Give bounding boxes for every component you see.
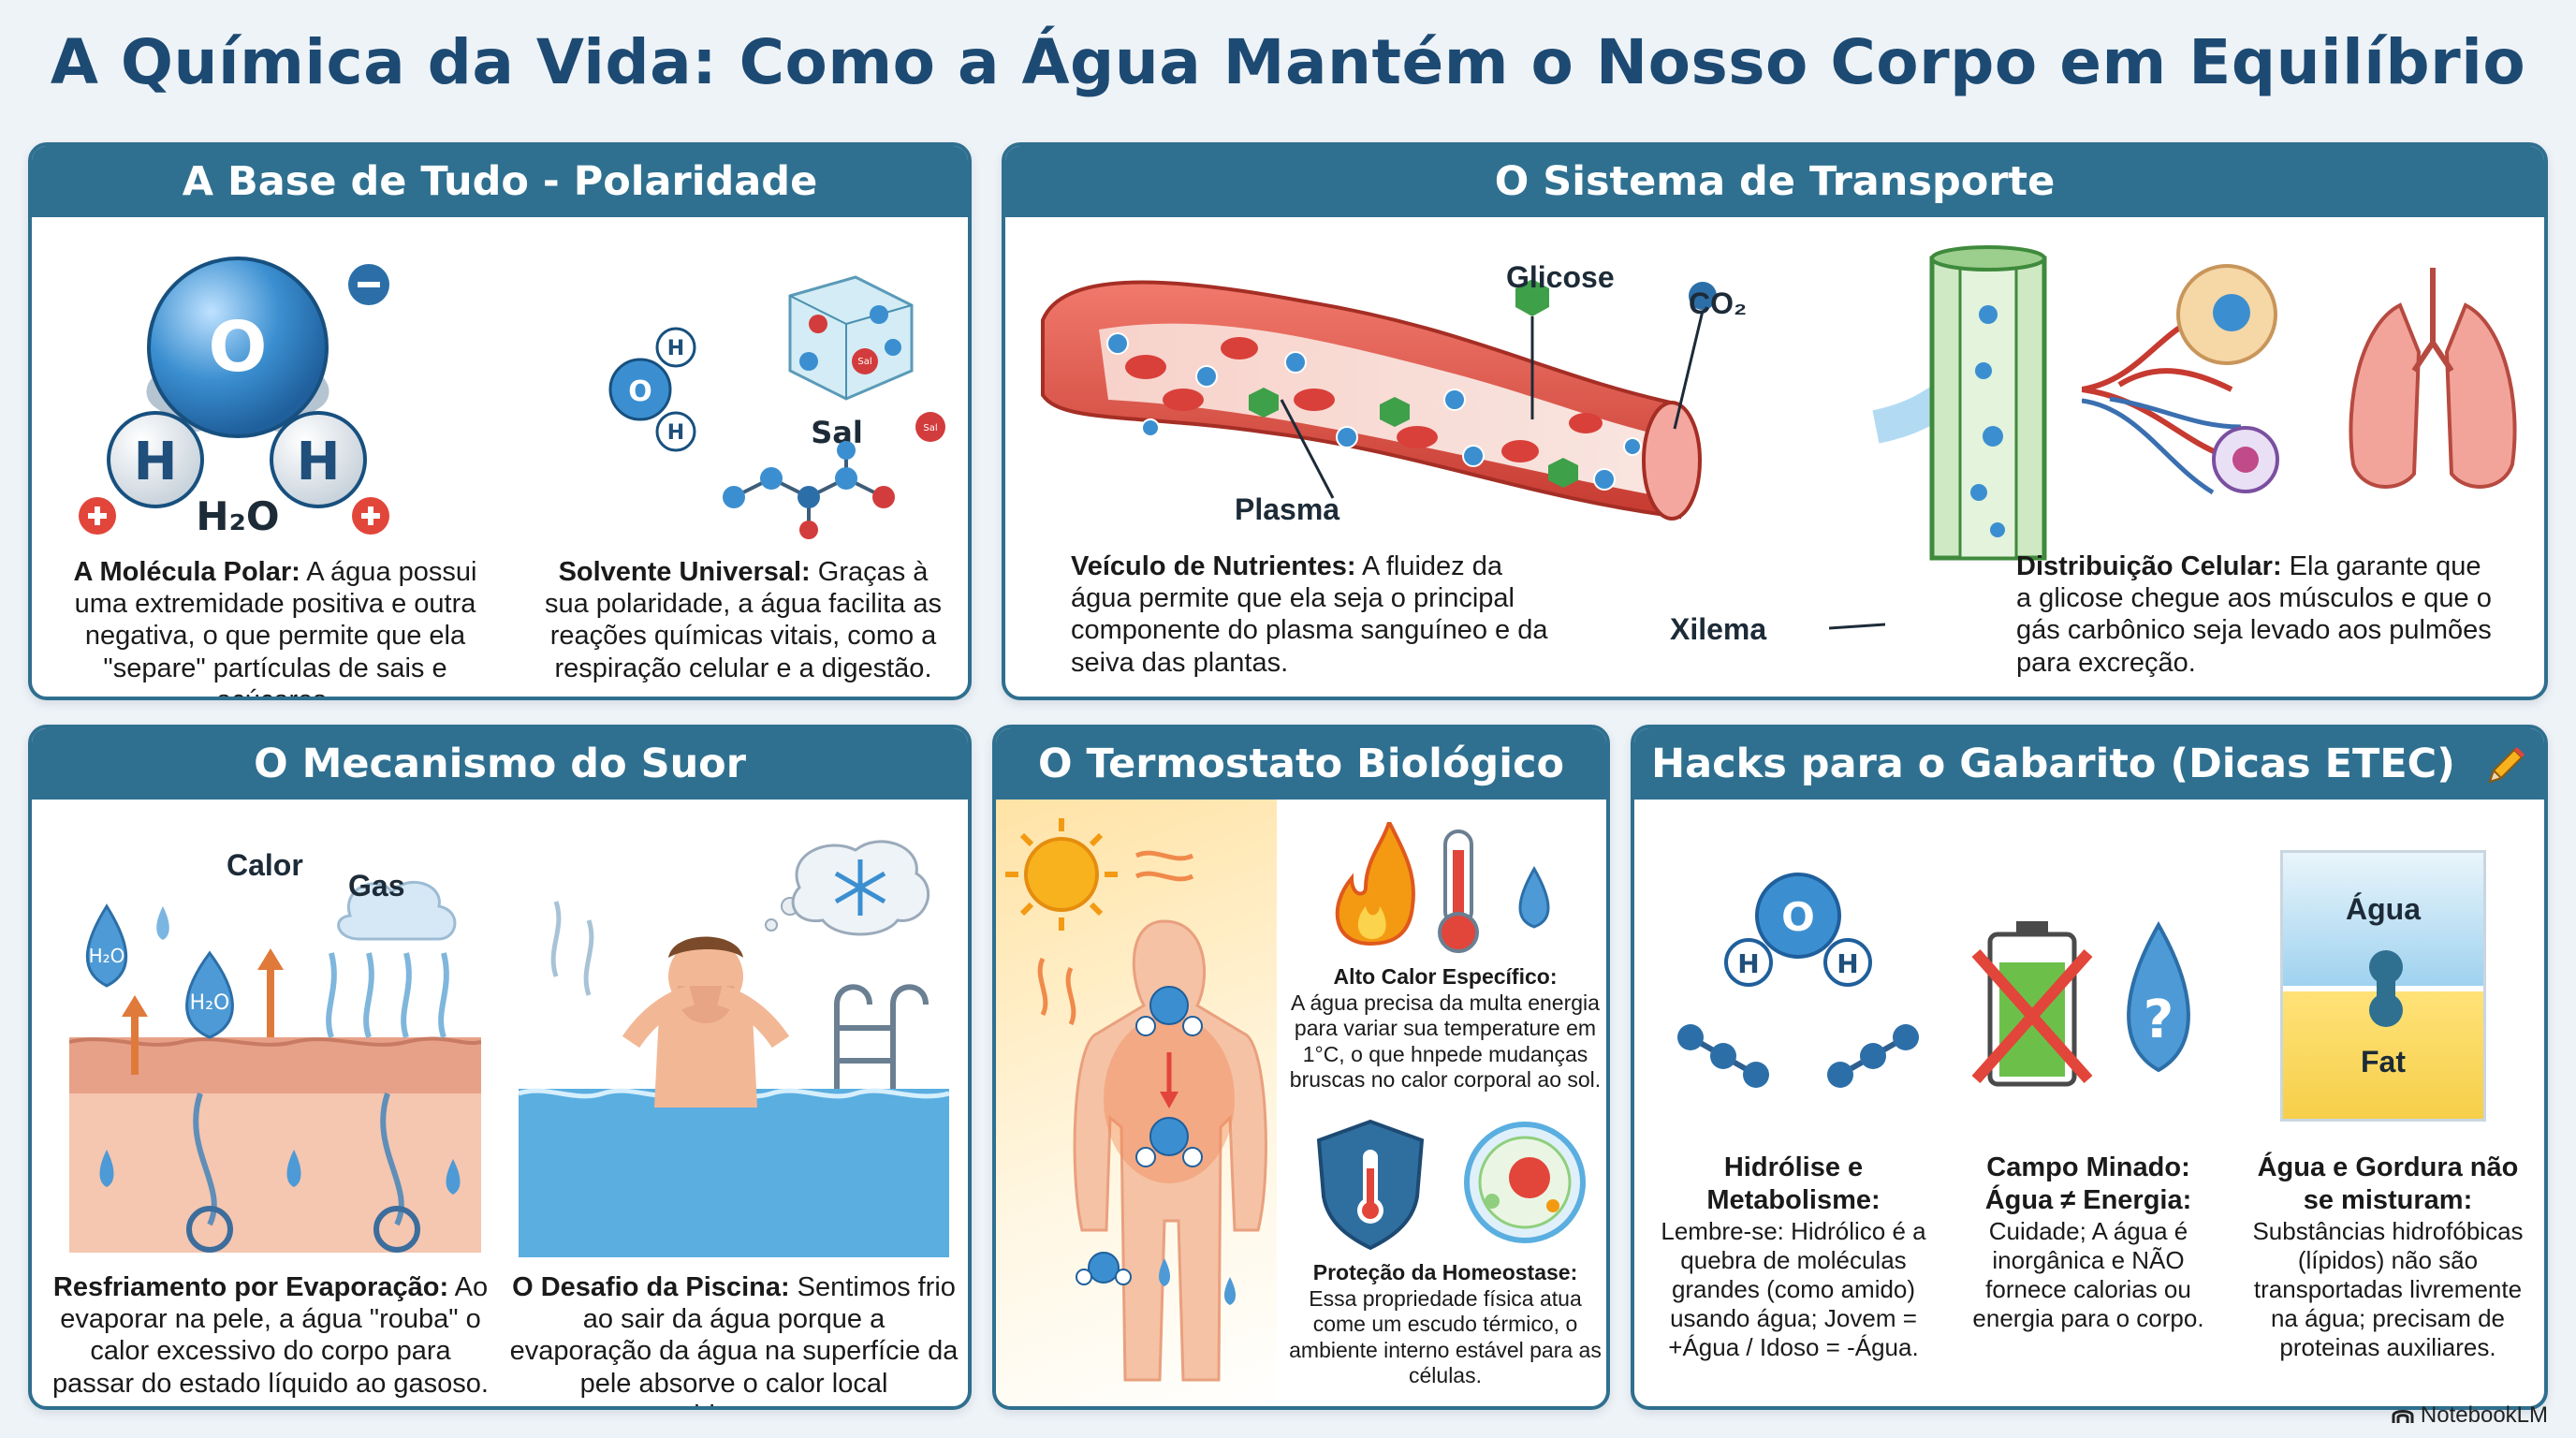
co2-icon bbox=[1689, 282, 1717, 310]
water-fat-caption: Água e Gordura não se misturam:Substânci… bbox=[2252, 1152, 2524, 1362]
cell-and-lungs-illustration bbox=[2082, 264, 2517, 495]
sun-icon bbox=[1005, 818, 1118, 931]
nutrient-vehicle-caption: Veículo de Nutrientes: A fluidez da água… bbox=[1071, 551, 1548, 678]
suor-heading: O Mecanismo do Suor bbox=[32, 728, 968, 800]
termostato-heading: O Termostato Biológico bbox=[996, 728, 1606, 800]
universal-solvent-caption: Solvente Universal: Graças à sua polarid… bbox=[544, 557, 942, 683]
cell-distribution-caption: Distribuição Celular: Ela garante que a … bbox=[2016, 551, 2492, 678]
xylem-illustration bbox=[1872, 245, 2047, 561]
glicose-label: Glicose bbox=[1506, 260, 1615, 294]
water-fat-beaker: Água Fat bbox=[2280, 850, 2486, 1122]
glucose-icon bbox=[1515, 279, 1549, 316]
hacks-card: Hacks para o Gabarito (Dicas ETEC) O H H… bbox=[1631, 725, 2548, 1410]
salt-label: Sal bbox=[811, 415, 863, 450]
minefield-caption: Campo Minado: Água ≠ Energia:Cuidade; A … bbox=[1972, 1152, 2204, 1333]
battery-drop-illustration: ? bbox=[1971, 920, 2190, 1087]
evaporative-cooling-caption: Resfriamento por Evaporação: Ao evaporar… bbox=[52, 1272, 489, 1399]
agua-label: Água bbox=[2346, 892, 2421, 926]
suor-card: O Mecanismo do Suor H₂O H₂O Calor Gas bbox=[28, 725, 972, 1410]
hacks-heading: Hacks para o Gabarito (Dicas ETEC) bbox=[1634, 728, 2544, 800]
pool-ladder-icon bbox=[834, 984, 929, 1089]
svg-text:?: ? bbox=[2144, 990, 2174, 1050]
hydrolysis-illustration: O H H bbox=[1677, 873, 1919, 1088]
h2o-formula-label: H₂O bbox=[196, 493, 279, 539]
notebook-logo-icon bbox=[2392, 1410, 2414, 1423]
blood-vessel-illustration bbox=[1041, 280, 1702, 521]
water-molecule-illustration: O H H H₂O bbox=[79, 257, 389, 539]
water-drop-icon bbox=[85, 903, 128, 988]
water-drop-icon bbox=[1518, 865, 1550, 929]
fire-icon bbox=[1335, 822, 1415, 946]
plasma-label: Plasma bbox=[1235, 492, 1340, 526]
svg-text:H₂O: H₂O bbox=[190, 991, 230, 1015]
co2-label: CO₂ bbox=[1689, 286, 1748, 320]
svg-text:H: H bbox=[1837, 948, 1858, 979]
svg-text:O: O bbox=[628, 375, 652, 408]
lungs-icon bbox=[2349, 268, 2517, 489]
polaridade-card: A Base de Tudo - Polaridade O H H H₂O O … bbox=[28, 142, 972, 700]
svg-text:H: H bbox=[667, 337, 684, 360]
fire-thermometer-illustration bbox=[1335, 822, 1550, 953]
svg-text:H₂O: H₂O bbox=[89, 945, 125, 967]
svg-text:H: H bbox=[134, 432, 178, 492]
transporte-heading: O Sistema de Transporte bbox=[1005, 146, 2544, 217]
polar-molecule-caption: A Molécula Polar: A água possui uma extr… bbox=[73, 557, 477, 700]
shield-cell-illustration bbox=[1316, 1119, 1586, 1251]
salt-crystal-icon bbox=[788, 275, 914, 401]
svg-text:Sal: Sal bbox=[923, 423, 937, 433]
svg-text:H: H bbox=[297, 432, 341, 492]
body-thermostat-illustration bbox=[1005, 818, 1267, 1382]
xilema-label: Xilema bbox=[1670, 612, 1767, 646]
pool-challenge-caption: O Desafio da Piscina: Sentimos frio ao s… bbox=[509, 1272, 959, 1406]
skin-evaporation-illustration: H₂O H₂O bbox=[69, 880, 481, 1253]
pencil-icon bbox=[2488, 746, 2525, 784]
fat-label: Fat bbox=[2361, 1045, 2406, 1078]
svg-text:H: H bbox=[667, 421, 684, 445]
snowflake-icon bbox=[834, 859, 886, 916]
svg-text:O: O bbox=[1781, 894, 1815, 940]
transporte-card: O Sistema de Transporte Glicose CO₂ Plas… bbox=[1002, 142, 2548, 700]
water-drop-icon bbox=[2127, 920, 2190, 1073]
gas-label: Gas bbox=[348, 869, 405, 902]
svg-text:Sal: Sal bbox=[857, 357, 871, 367]
specific-heat-caption: Alto Calor Específico:A água precisa da … bbox=[1289, 964, 1602, 1093]
homeostasis-caption: Proteção da Homeostase:Essa propriedade … bbox=[1289, 1260, 1602, 1388]
termostato-card: O Termostato Biológico Alto Calor Especí… bbox=[992, 725, 1610, 1410]
page-title: A Química da Vida: Como a Água Mantém o … bbox=[50, 26, 2526, 98]
oxygen-atom-label: O bbox=[209, 307, 268, 388]
vapor-icon bbox=[326, 952, 449, 1038]
hydrolysis-caption: Hidrólise e Metabolisme:Lembre-se: Hidró… bbox=[1661, 1152, 1926, 1362]
polaridade-heading: A Base de Tudo - Polaridade bbox=[32, 146, 968, 217]
heat-arrow-icon bbox=[122, 948, 284, 1075]
calor-label: Calor bbox=[227, 848, 303, 882]
brand-logo: NotebookLM bbox=[2391, 1402, 2548, 1429]
pool-person-illustration bbox=[519, 840, 949, 1257]
salt-dissolution-illustration: O H H Sal Sal Sal bbox=[608, 275, 945, 539]
svg-text:H: H bbox=[1737, 948, 1759, 979]
